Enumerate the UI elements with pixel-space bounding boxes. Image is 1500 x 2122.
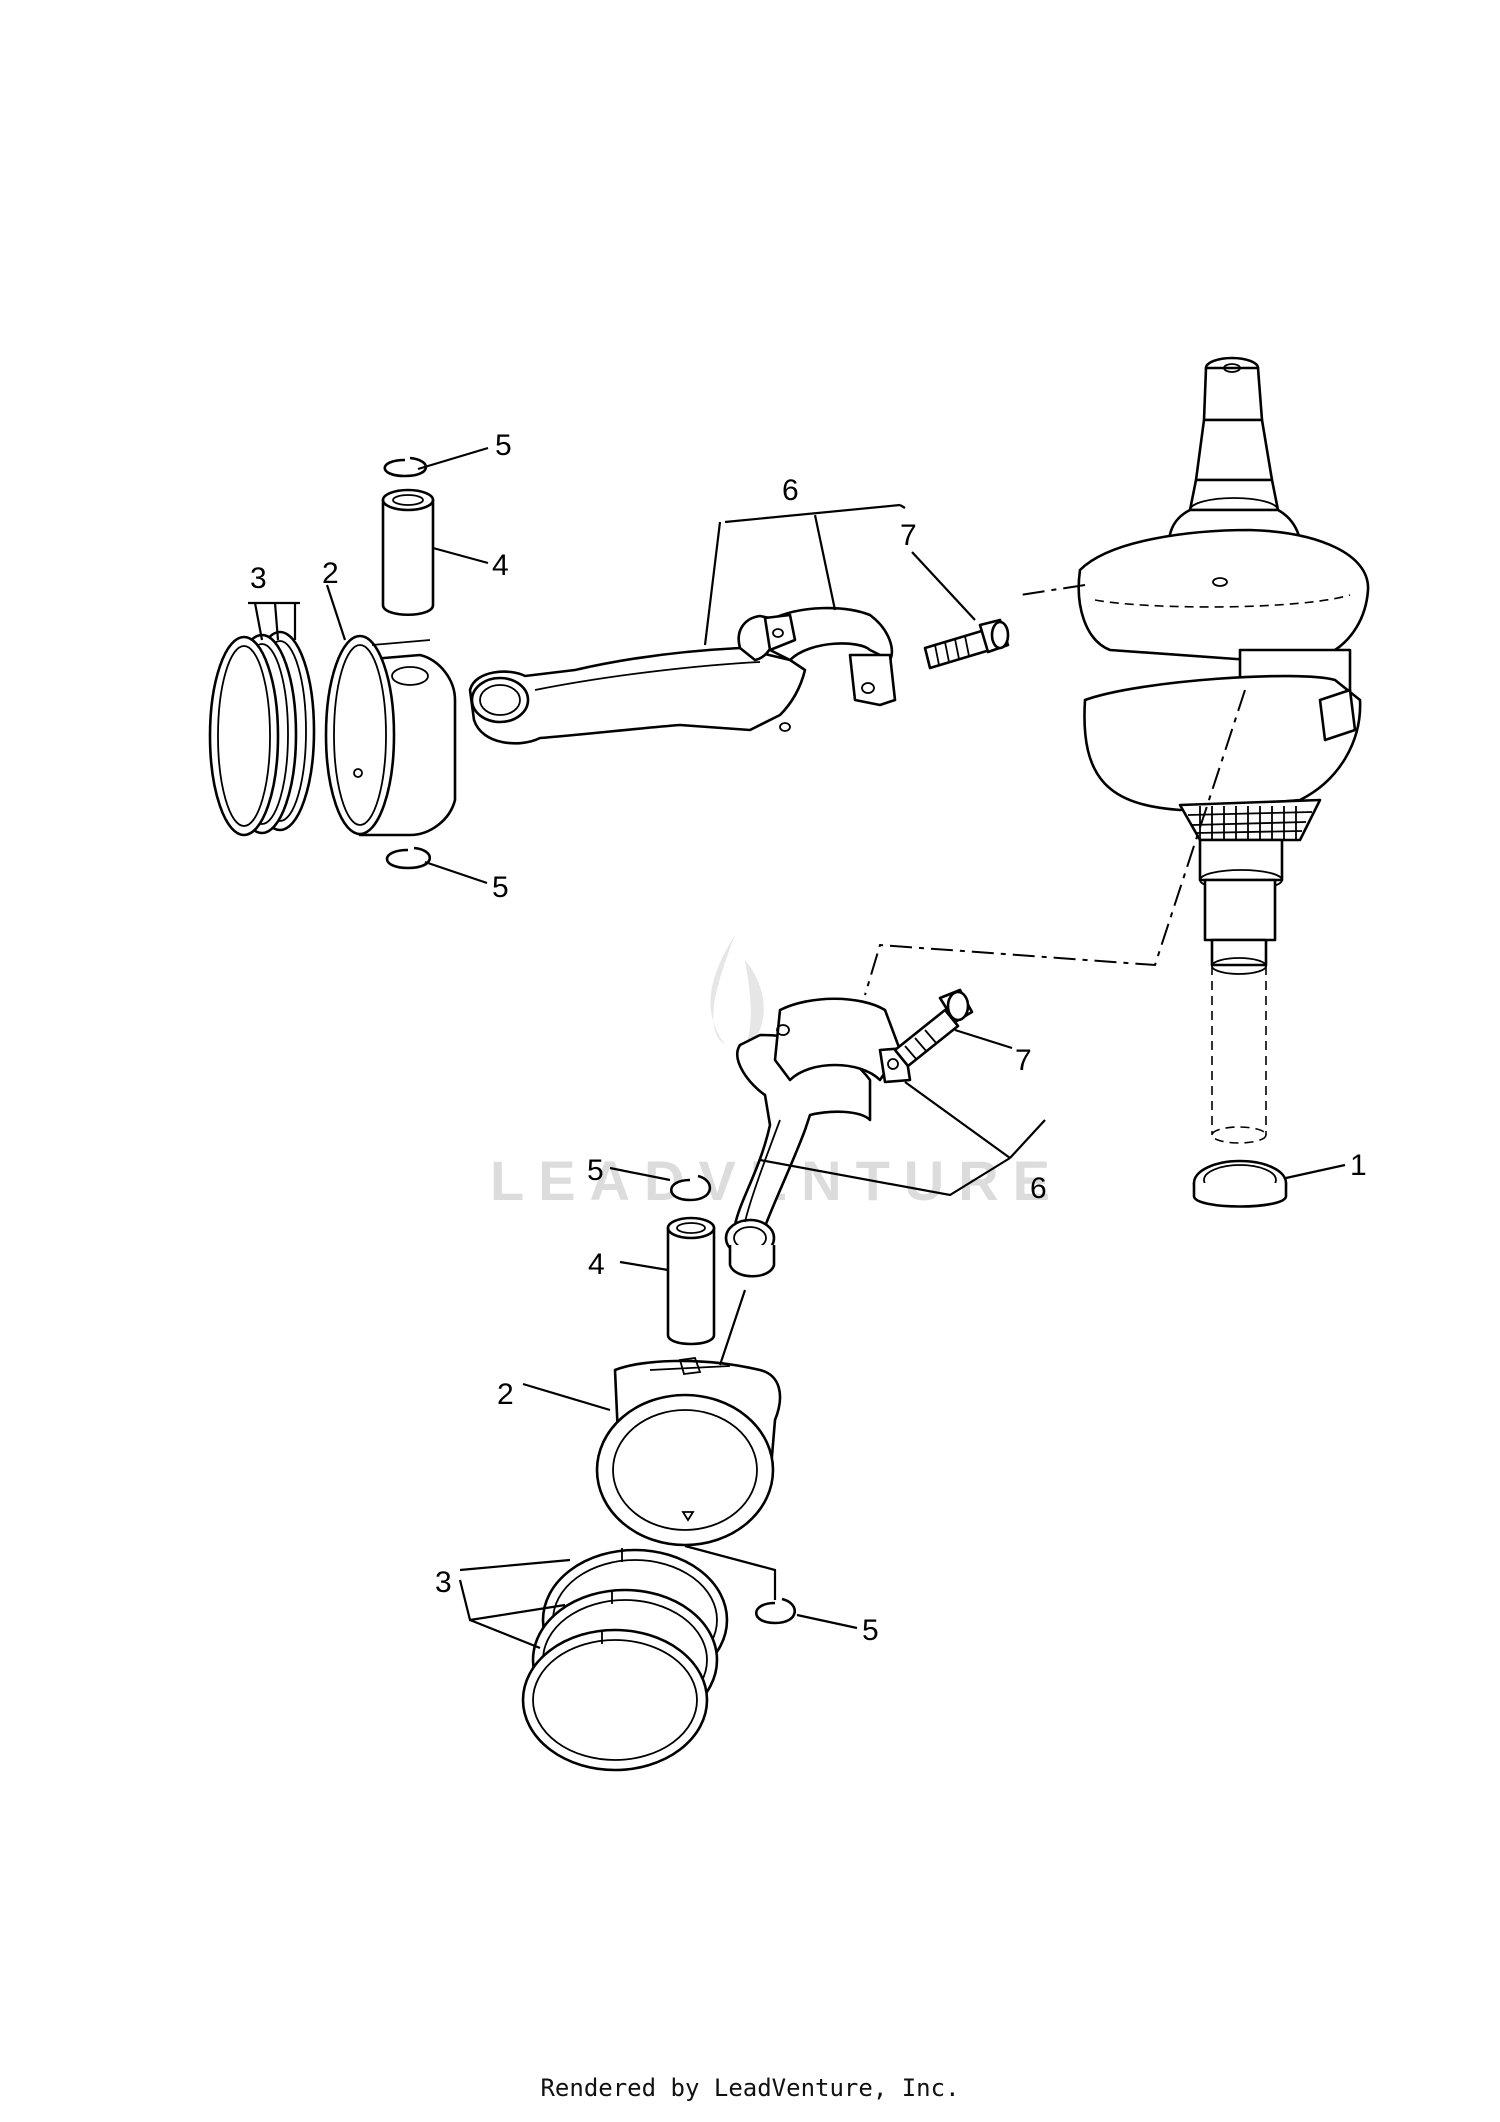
- callout-rings-upper: 3: [250, 562, 267, 595]
- piston-upper: [324, 634, 457, 837]
- callout-rings-lower: 3: [435, 1566, 452, 1599]
- piston-rings-lower: [521, 1548, 729, 1772]
- callout-crankshaft-seal: 1: [1350, 1149, 1367, 1182]
- callout-rod-lower: 6: [1030, 1172, 1047, 1205]
- piston-rings-upper: [208, 630, 316, 837]
- callout-piston-lower: 2: [497, 1378, 514, 1411]
- callout-piston-upper: 2: [322, 557, 339, 590]
- piston-pin-upper: [381, 488, 435, 616]
- footer-credit: Rendered by LeadVenture, Inc.: [540, 2074, 960, 2102]
- callout-bolt-lower: 7: [1015, 1044, 1032, 1077]
- clip-lower-bottom: [755, 1597, 796, 1625]
- rod-bolt-upper: [923, 618, 1010, 670]
- callout-clip-upper-top: 5: [495, 429, 512, 462]
- crankshaft: [864, 356, 1370, 1144]
- clip-upper-bottom: [385, 846, 432, 870]
- callout-pin-upper: 4: [492, 549, 509, 582]
- piston-lower: [595, 1357, 782, 1547]
- callout-labels: 1 2 2 3 3 4 4 5 5 5 5 6 6 7 7: [250, 429, 1367, 1647]
- callout-rod-upper: 6: [782, 474, 799, 507]
- callout-pin-lower: 4: [588, 1248, 605, 1281]
- connecting-rod-lower: [724, 997, 912, 1278]
- callout-clip-upper-bottom: 5: [492, 871, 509, 904]
- crankshaft-oil-seal: [1192, 1159, 1288, 1208]
- clip-upper-top: [383, 456, 428, 478]
- rod-bolt-lower: [893, 988, 974, 1068]
- connecting-rod-upper: [468, 606, 897, 745]
- clip-lower-top: [670, 1174, 712, 1202]
- callout-clip-lower-top: 5: [587, 1154, 604, 1187]
- leader-lines: [248, 446, 1346, 1650]
- piston-pin-lower: [666, 1216, 716, 1346]
- callout-clip-lower-bottom: 5: [862, 1614, 879, 1647]
- callout-bolt-upper: 7: [900, 519, 917, 552]
